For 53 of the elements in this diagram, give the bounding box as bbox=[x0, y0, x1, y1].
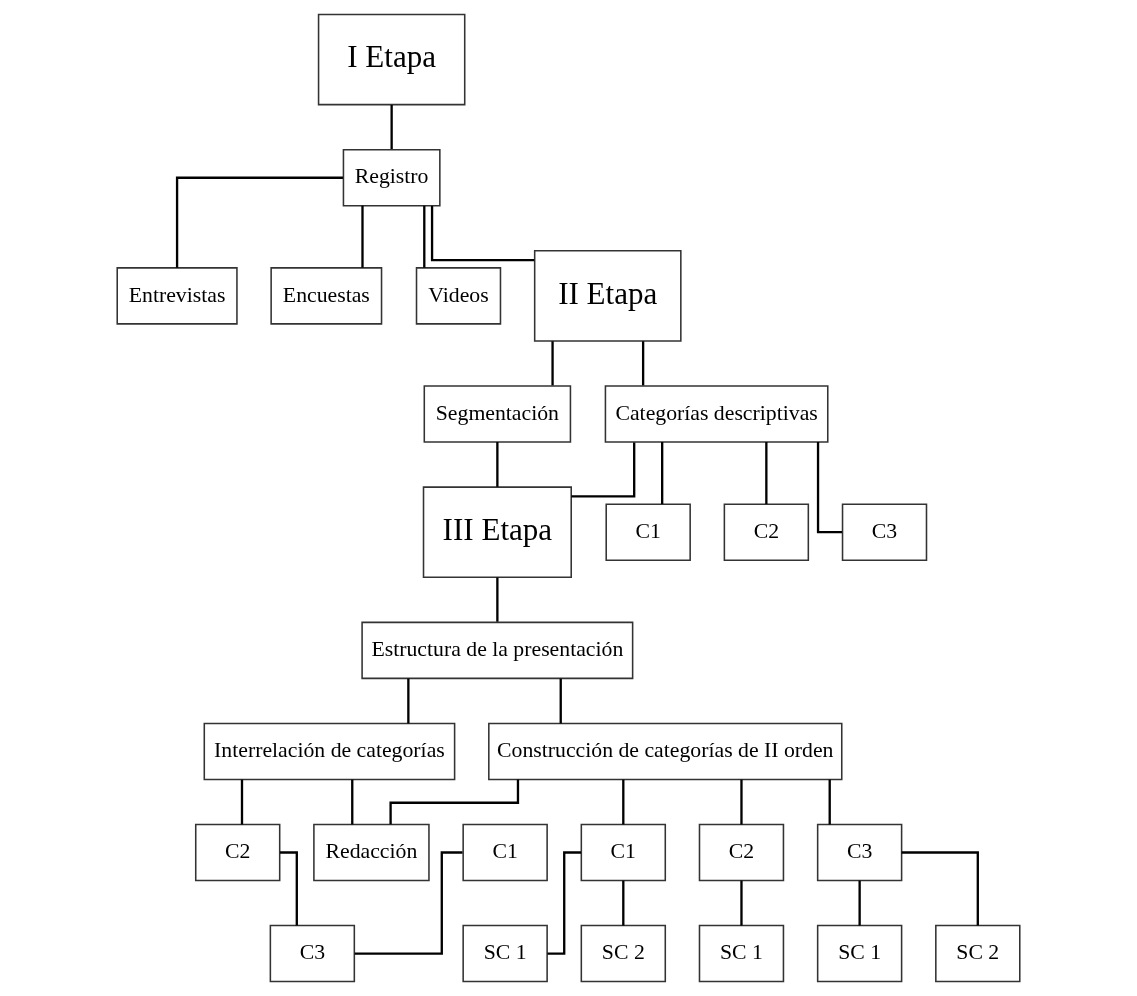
node-box: SC 1 bbox=[462, 924, 548, 983]
connector bbox=[765, 442, 768, 504]
connector bbox=[496, 442, 499, 487]
connector bbox=[351, 779, 354, 825]
node-box: C2 bbox=[723, 503, 810, 561]
node-box: Redacción bbox=[313, 823, 430, 882]
connector bbox=[361, 205, 364, 268]
node-box: Construcción de categorías de II orden bbox=[488, 722, 843, 781]
connector bbox=[901, 851, 979, 926]
node-box: C2 bbox=[194, 823, 281, 882]
node-box: Estructura de la presentación bbox=[361, 621, 634, 680]
node-box: Interrelación de categorías bbox=[203, 722, 456, 781]
connector bbox=[389, 779, 520, 825]
node-box: C3 bbox=[816, 823, 903, 882]
node-box: SC 1 bbox=[816, 924, 903, 983]
node-box: C1 bbox=[462, 823, 548, 882]
connector bbox=[641, 341, 645, 386]
connector bbox=[496, 577, 499, 622]
connector bbox=[407, 678, 410, 724]
node-box: C3 bbox=[841, 503, 928, 561]
node-box: I Etapa bbox=[317, 13, 466, 106]
connector bbox=[551, 341, 554, 386]
node-box: SC 2 bbox=[935, 924, 1021, 983]
node-box: Categorías descriptivas bbox=[604, 385, 829, 443]
node-box: C1 bbox=[605, 503, 691, 561]
node-box: Registro bbox=[342, 148, 441, 207]
connector bbox=[571, 442, 636, 498]
node-box: C2 bbox=[698, 823, 785, 882]
node-box: C3 bbox=[269, 924, 356, 983]
connector bbox=[740, 779, 743, 825]
node-box: III Etapa bbox=[422, 486, 572, 579]
connector bbox=[740, 880, 743, 926]
node-box: SC 2 bbox=[580, 924, 667, 983]
connector bbox=[622, 779, 625, 825]
connector bbox=[390, 104, 393, 150]
connector bbox=[430, 206, 535, 262]
node-box: Segmentación bbox=[423, 385, 572, 443]
connector bbox=[559, 678, 562, 724]
connector bbox=[423, 205, 426, 268]
connector bbox=[622, 880, 625, 926]
connector bbox=[175, 176, 343, 268]
node-box: SC 1 bbox=[698, 924, 785, 983]
node-box: Videos bbox=[415, 267, 502, 325]
connector bbox=[816, 442, 843, 534]
node-box: Entrevistas bbox=[116, 267, 238, 325]
connector bbox=[661, 442, 664, 504]
node-box: II Etapa bbox=[533, 250, 682, 342]
connector bbox=[828, 779, 831, 825]
connector bbox=[858, 880, 861, 926]
connector bbox=[354, 851, 463, 955]
connector bbox=[240, 779, 244, 825]
node-box: Encuestas bbox=[270, 267, 383, 325]
node-box: C1 bbox=[580, 823, 667, 882]
